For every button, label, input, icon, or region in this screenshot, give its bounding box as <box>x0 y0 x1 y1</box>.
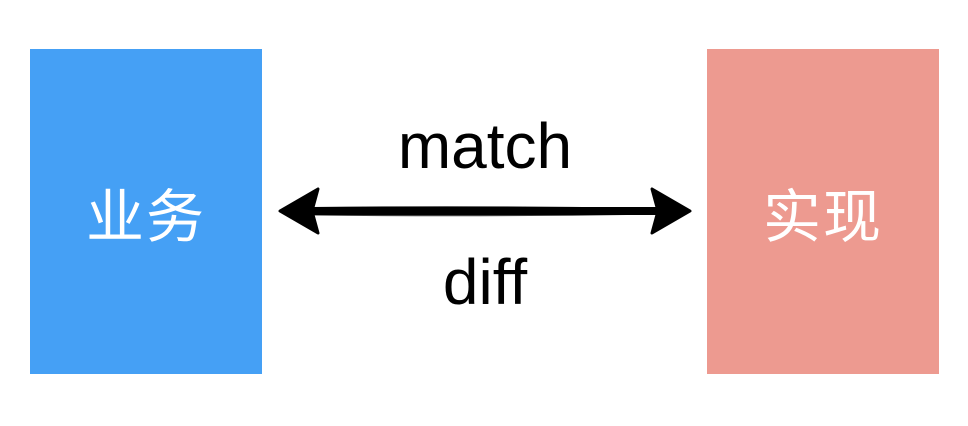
business-box-label: 业务 <box>85 182 206 251</box>
implementation-box: 实现 <box>707 49 939 374</box>
match-label: match <box>397 110 573 182</box>
arrow-head-right <box>650 187 692 235</box>
arrow-head-left <box>278 187 320 235</box>
double-arrow-icon <box>278 187 692 235</box>
implementation-box-label: 实现 <box>762 182 883 251</box>
diff-label: diff <box>442 246 528 318</box>
business-box: 业务 <box>30 49 262 374</box>
